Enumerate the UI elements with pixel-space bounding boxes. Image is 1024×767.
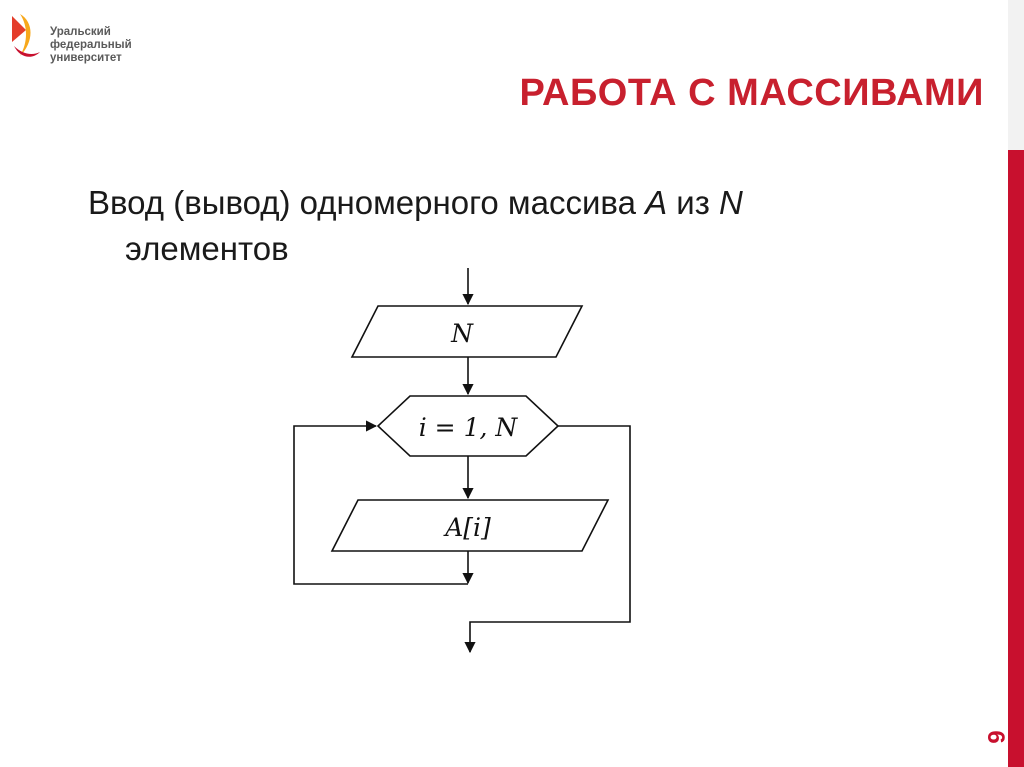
- subtitle-prefix: Ввод (вывод) одномерного массива: [88, 184, 646, 221]
- loop-return-line: [293, 420, 468, 585]
- university-logo: Уральский федеральный университет: [10, 12, 180, 65]
- subtitle-middle: из: [667, 184, 720, 221]
- array-io-parallelogram: [330, 499, 610, 552]
- input-parallelogram: [350, 305, 584, 358]
- logo-emblem-icon: [12, 14, 40, 57]
- logo-line-3: университет: [50, 52, 122, 64]
- logo-line-2: федеральный: [50, 39, 132, 51]
- slide-title: РАБОТА С МАССИВАМИ: [519, 72, 984, 114]
- loop-exit-line: [464, 425, 631, 654]
- subtitle-var-a: A: [645, 184, 668, 221]
- right-accent-bar: [1008, 150, 1024, 767]
- right-bar-top-segment: [1008, 0, 1024, 150]
- subtitle-line-2: элементов: [125, 230, 289, 267]
- loop-label: i = 1, N: [419, 413, 519, 442]
- subtitle-var-n: N: [719, 184, 743, 221]
- flowchart: N i = 1, N A[i]: [293, 268, 631, 654]
- array-label: A[i]: [443, 513, 491, 542]
- page-number: 6: [982, 730, 1009, 744]
- loop-hexagon: [376, 395, 560, 457]
- logo-wordmark: Уральский федеральный университет: [50, 26, 132, 65]
- slide-subtitle: Ввод (вывод) одномерного массива A из N …: [88, 180, 908, 272]
- logo-line-1: Уральский: [50, 26, 111, 38]
- input-label: N: [450, 319, 474, 348]
